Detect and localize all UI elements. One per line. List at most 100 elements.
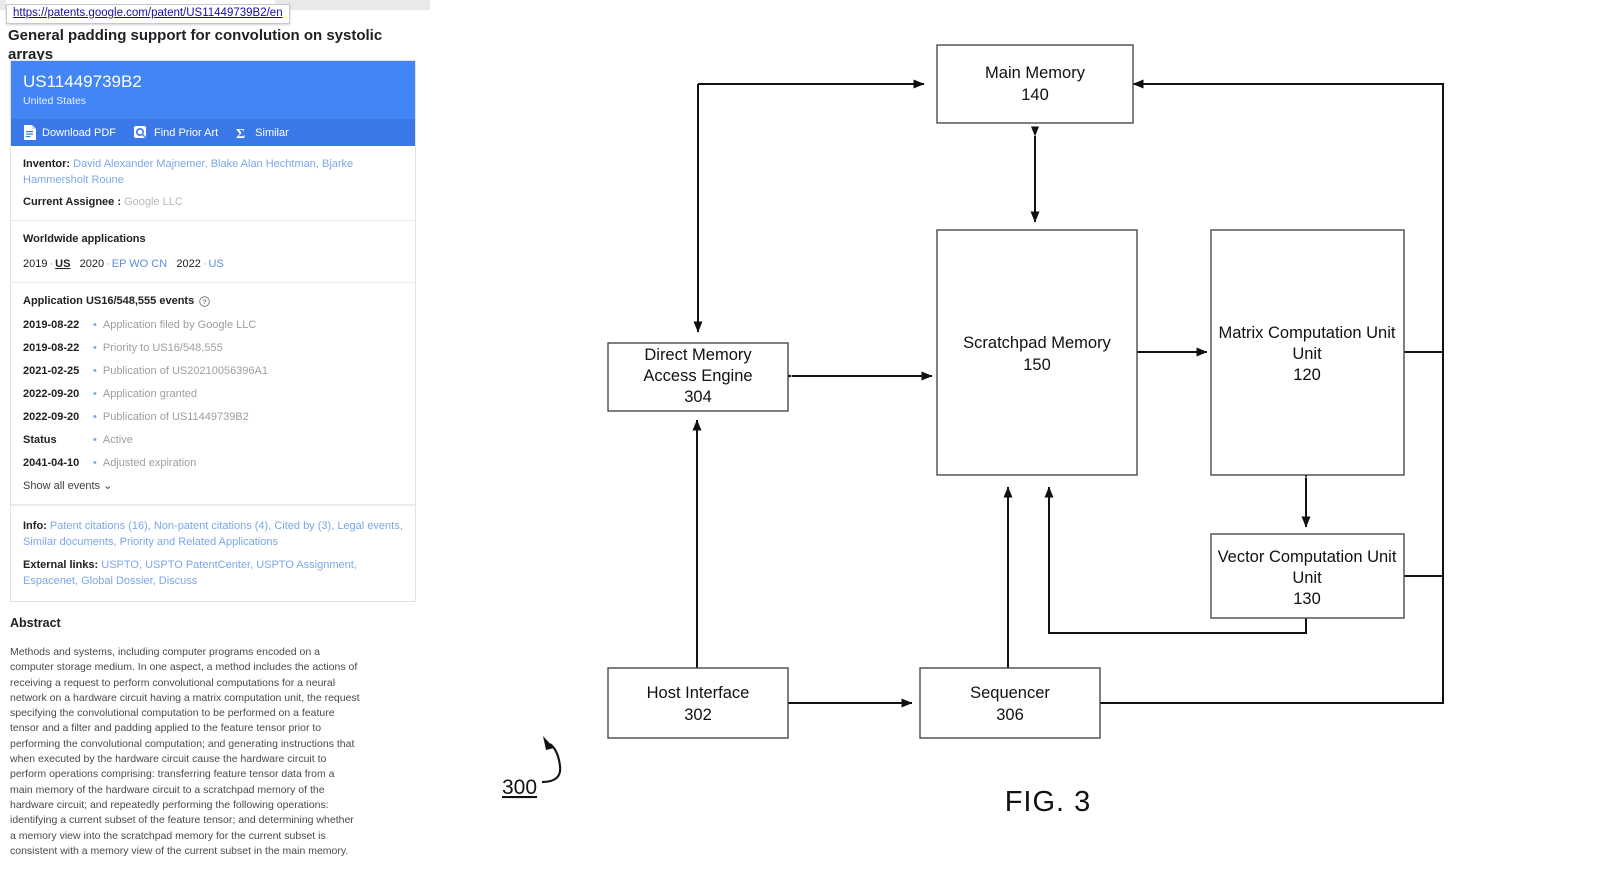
- event-desc: Publication of US20210056396A1: [102, 365, 268, 377]
- worldwide-applications-section: Worldwide applications 2019·US 2020·EP W…: [11, 221, 415, 283]
- question-circle-icon[interactable]: ?: [199, 295, 210, 307]
- sigma-icon: Σ: [236, 126, 249, 140]
- ww-codes-1[interactable]: EP WO CN: [111, 258, 168, 270]
- system-reference-label: 300: [502, 776, 537, 799]
- patent-detail-pane: https://patents.google.com/patent/US1144…: [0, 0, 430, 889]
- patent-header: US11449739B2 United States: [11, 61, 415, 119]
- download-pdf-button[interactable]: Download PDF: [23, 125, 116, 140]
- block-scratchpad-name: Scratchpad Memory: [963, 334, 1111, 352]
- event-date: 2022-09-20: [23, 411, 80, 423]
- events-heading: Application US16/548,555 events: [23, 295, 195, 307]
- event-bullet-icon: •: [93, 388, 97, 400]
- external-link[interactable]: Espacenet: [23, 575, 75, 587]
- event-bullet-icon: •: [93, 457, 97, 469]
- ww-codes-2[interactable]: US: [208, 258, 224, 270]
- event-bullet-icon: •: [93, 365, 97, 377]
- block-scratchpad-ref: 150: [1023, 356, 1051, 374]
- block-vector-unit-word: Unit: [1292, 569, 1322, 587]
- abstract-heading: Abstract: [10, 616, 61, 630]
- info-link[interactable]: Patent citations (16): [49, 520, 148, 532]
- similar-button[interactable]: Σ Similar: [236, 126, 289, 140]
- info-link[interactable]: Similar documents: [23, 536, 114, 548]
- inventor-label: Inventor:: [23, 158, 71, 170]
- show-all-events-button[interactable]: Show all events ⌄: [23, 478, 403, 494]
- inventor-value[interactable]: David Alexander Majnemer, Blake Alan Hec…: [23, 158, 354, 186]
- event-desc: Application granted: [102, 388, 198, 400]
- block-host-interface-name: Host Interface: [647, 684, 750, 702]
- event-date: 2041-04-10: [23, 457, 80, 469]
- figure-svg: Main Memory 140 Scratchpad Memory 150 Ma…: [502, 44, 1444, 818]
- status-url-tooltip: https://patents.google.com/patent/US1144…: [6, 4, 290, 24]
- info-link[interactable]: Legal events: [337, 520, 400, 532]
- assignee-value: Google LLC: [124, 196, 183, 208]
- block-vector-name: Vector Computation Unit: [1218, 548, 1397, 566]
- event-desc: Priority to US16/548,555: [102, 342, 223, 354]
- block-dma-name-line2: Access Engine: [643, 367, 752, 385]
- figure-caption: FIG. 3: [1005, 786, 1092, 818]
- external-link[interactable]: USPTO Assignment: [256, 559, 354, 571]
- patent-summary-card: US11449739B2 United States Download PDF …: [10, 60, 416, 602]
- external-link[interactable]: Discuss: [158, 575, 198, 587]
- status-badge: Active: [102, 434, 133, 446]
- magnifier-icon: [133, 125, 148, 140]
- block-matrix-unit-word: Unit: [1292, 345, 1322, 363]
- ww-codes-0[interactable]: US: [55, 258, 71, 270]
- find-prior-art-button[interactable]: Find Prior Art: [133, 125, 219, 140]
- events-section: Application US16/548,555 events ? 2019-0…: [11, 283, 415, 505]
- info-link[interactable]: Priority and Related Applications: [119, 536, 278, 548]
- block-main-memory-name: Main Memory: [985, 64, 1086, 82]
- assignee-label: Current Assignee :: [23, 196, 122, 208]
- event-row: 2021-02-25 • Publication of US20210056396A…: [23, 363, 403, 379]
- event-row: 2022-09-20 • Application granted: [23, 386, 403, 402]
- event-date: 2022-09-20: [23, 388, 80, 400]
- patent-figure-3: Main Memory 140 Scratchpad Memory 150 Ma…: [430, 0, 1600, 889]
- event-date: 2021-02-25: [23, 365, 80, 377]
- similar-label: Similar: [255, 126, 289, 139]
- event-row: 2022-09-20 • Publication of US11449739B2: [23, 409, 403, 425]
- block-main-memory: Main Memory 140: [936, 44, 1134, 124]
- external-link[interactable]: USPTO PatentCenter: [145, 559, 251, 571]
- download-pdf-label: Download PDF: [42, 126, 116, 139]
- ww-year-2: 2022: [176, 258, 201, 270]
- svg-text:?: ?: [203, 299, 207, 306]
- assignee-row: Current Assignee : Google LLC: [23, 194, 403, 210]
- ww-year-1: 2020: [79, 258, 105, 270]
- external-link[interactable]: USPTO: [101, 559, 139, 571]
- events-heading-row: Application US16/548,555 events ?: [23, 293, 403, 309]
- event-desc: Application filed by Google LLC: [102, 319, 257, 331]
- status-label: Status: [23, 434, 57, 446]
- block-host-interface-ref: 302: [684, 706, 712, 724]
- info-link[interactable]: Non-patent citations (4): [153, 520, 269, 532]
- external-links-row: External links: USPTO, USPTO PatentCente…: [23, 559, 357, 587]
- patent-action-bar: Download PDF Find Prior Art Σ Similar: [11, 119, 415, 146]
- info-links-section: Info: Patent citations (16), Non-patent …: [11, 505, 415, 601]
- external-link[interactable]: Global Dossier: [81, 575, 153, 587]
- worldwide-heading: Worldwide applications: [23, 233, 146, 245]
- event-bullet-icon: •: [93, 411, 97, 423]
- svg-text:Σ: Σ: [236, 127, 245, 140]
- info-label: Info:: [23, 520, 47, 532]
- find-prior-art-label: Find Prior Art: [153, 126, 219, 139]
- event-row: 2041-04-10•Adjusted expiration: [23, 455, 403, 471]
- block-matrix-computation-unit: Matrix Computation Unit Unit 120: [1210, 229, 1405, 476]
- abstract-text: Methods and systems, including computer …: [10, 646, 360, 857]
- block-matrix-name: Matrix Computation Unit: [1219, 324, 1396, 342]
- event-date: 2019-08-22: [23, 319, 80, 331]
- event-bullet-icon: •: [93, 342, 97, 354]
- inventor-row: Inventor: David Alexander Majnemer, Blak…: [23, 156, 403, 188]
- ww-year-0: 2019: [23, 258, 48, 270]
- url-text: https://patents.google.com/patent/US1144…: [13, 7, 283, 19]
- block-sequencer-name: Sequencer: [970, 684, 1050, 702]
- browser-chrome-strip-left: [0, 0, 6, 10]
- block-vector-ref: 130: [1293, 590, 1321, 608]
- patent-country: United States: [23, 95, 87, 107]
- system-reference-300: 300: [502, 736, 562, 799]
- pdf-document-icon: [23, 125, 36, 140]
- event-row: 2019-08-22 • Priority to US16/548,555: [23, 340, 403, 356]
- block-sequencer-ref: 306: [996, 706, 1024, 724]
- info-link[interactable]: Cited by (3): [274, 520, 332, 532]
- event-date: 2019-08-22: [23, 342, 80, 354]
- block-host-interface: Host Interface 302: [607, 667, 789, 739]
- parties-section: Inventor: David Alexander Majnemer, Blak…: [11, 146, 415, 221]
- event-desc: Publication of US11449739B2: [102, 411, 249, 423]
